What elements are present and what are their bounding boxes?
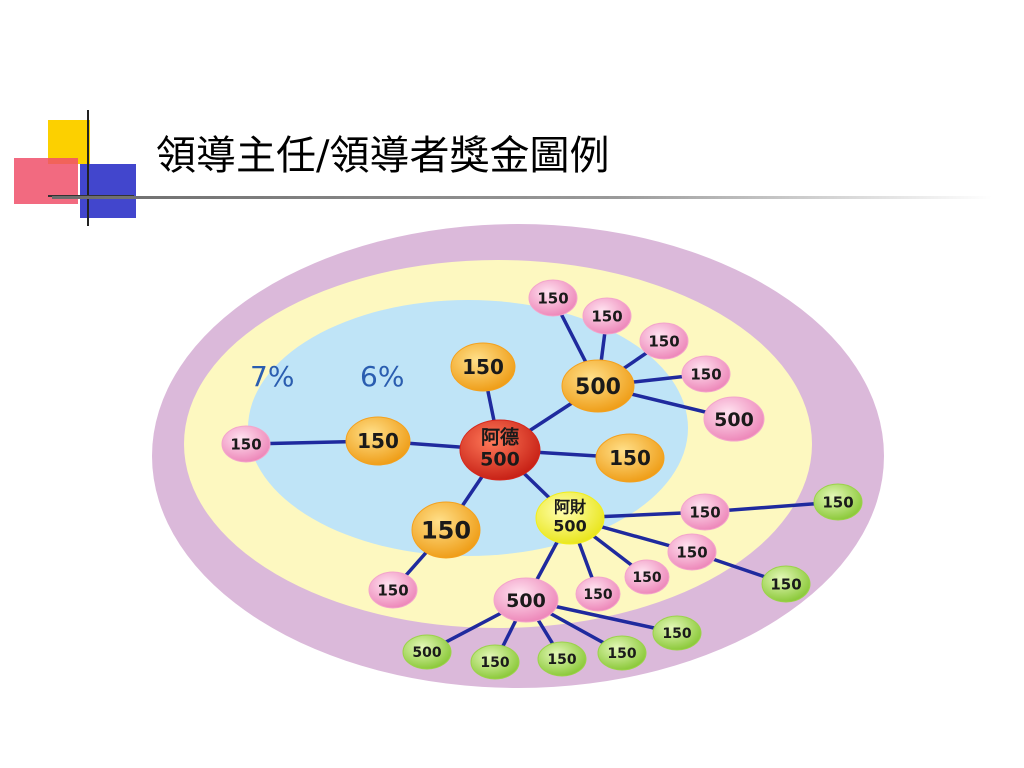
node-bubble	[624, 559, 670, 595]
node-bubble	[582, 297, 632, 335]
node-bubble	[345, 416, 411, 466]
node-bubble	[528, 279, 578, 317]
node-o-500: 500	[561, 359, 635, 413]
bonus-network-diagram: 阿德500150150150150500阿財500150150150150150…	[152, 224, 884, 688]
node-label: 150	[591, 307, 622, 325]
node-label: 500	[506, 590, 546, 612]
node-p-1: 150	[528, 279, 578, 317]
node-p-3: 150	[639, 322, 689, 360]
node-bubble	[459, 419, 541, 481]
node-p-4: 150	[681, 355, 731, 393]
node-label: 150	[537, 289, 568, 307]
node-label: 150	[230, 435, 261, 453]
node-label: 150	[609, 446, 651, 470]
node-label: 150	[648, 332, 679, 350]
node-label: 500	[480, 449, 520, 471]
node-p-y3: 150	[624, 559, 670, 595]
node-label: 500	[575, 375, 621, 400]
node-bubble	[597, 635, 647, 671]
percent-label: 7%	[250, 360, 294, 393]
node-label: 150	[421, 517, 471, 545]
percent-label: 6%	[360, 360, 404, 393]
node-p-500r: 500	[703, 396, 765, 442]
node-label: 500	[412, 645, 441, 661]
node-g-b3: 150	[537, 641, 587, 677]
node-label: 500	[714, 409, 754, 431]
title-divider	[52, 196, 992, 199]
page-title: 領導主任/領導者獎金圖例	[156, 133, 610, 179]
node-label: 500	[553, 517, 586, 536]
node-bubble	[703, 396, 765, 442]
node-p-2: 150	[582, 297, 632, 335]
node-label: 150	[607, 646, 636, 662]
node-label: 150	[547, 652, 576, 668]
node-bubble	[537, 641, 587, 677]
node-bubble	[561, 359, 635, 413]
node-bubble	[368, 571, 418, 609]
node-p-y4: 150	[575, 576, 621, 612]
node-label: 150	[770, 575, 801, 593]
node-bubble	[652, 615, 702, 651]
node-bubble	[411, 501, 481, 559]
node-label: 150	[480, 655, 509, 671]
node-bubble	[761, 565, 811, 603]
node-bubble	[535, 491, 605, 545]
node-g-1: 150	[813, 483, 863, 521]
node-bubble	[450, 342, 516, 392]
node-bubble	[493, 577, 559, 623]
node-label: 150	[632, 570, 661, 586]
node-bubble	[813, 483, 863, 521]
node-bubble	[470, 644, 520, 680]
node-bubble	[402, 634, 452, 670]
node-bubble	[221, 425, 271, 463]
node-o-top: 150	[450, 342, 516, 392]
node-label: 150	[377, 581, 408, 599]
node-p-500b: 500	[493, 577, 559, 623]
node-bubble	[667, 533, 717, 571]
slide-decoration	[14, 110, 136, 226]
decor-blue-square	[80, 164, 136, 218]
node-g-b4: 150	[597, 635, 647, 671]
node-bubble	[639, 322, 689, 360]
node-bubble	[680, 493, 730, 531]
node-g-2: 150	[761, 565, 811, 603]
node-g-b2: 150	[470, 644, 520, 680]
node-g-b1: 500	[402, 634, 452, 670]
node-label: 150	[822, 493, 853, 511]
node-p-y1: 150	[680, 493, 730, 531]
node-label: 150	[583, 587, 612, 603]
node-o-left: 150	[345, 416, 411, 466]
node-o-bottom: 150	[411, 501, 481, 559]
node-label: 150	[689, 503, 720, 521]
node-p-left: 150	[221, 425, 271, 463]
node-g-b5: 150	[652, 615, 702, 651]
node-label: 150	[676, 543, 707, 561]
node-label: 150	[357, 429, 399, 453]
decor-yellow-square	[48, 120, 90, 164]
node-p-y2: 150	[667, 533, 717, 571]
node-label: 阿財	[554, 497, 586, 516]
node-o-right: 150	[595, 433, 665, 483]
node-bubble	[595, 433, 665, 483]
node-p-ob: 150	[368, 571, 418, 609]
node-label: 阿德	[481, 425, 519, 448]
node-bubble	[575, 576, 621, 612]
node-label: 150	[690, 365, 721, 383]
node-label: 150	[662, 626, 691, 642]
node-bubble	[681, 355, 731, 393]
node-label: 150	[462, 355, 504, 379]
